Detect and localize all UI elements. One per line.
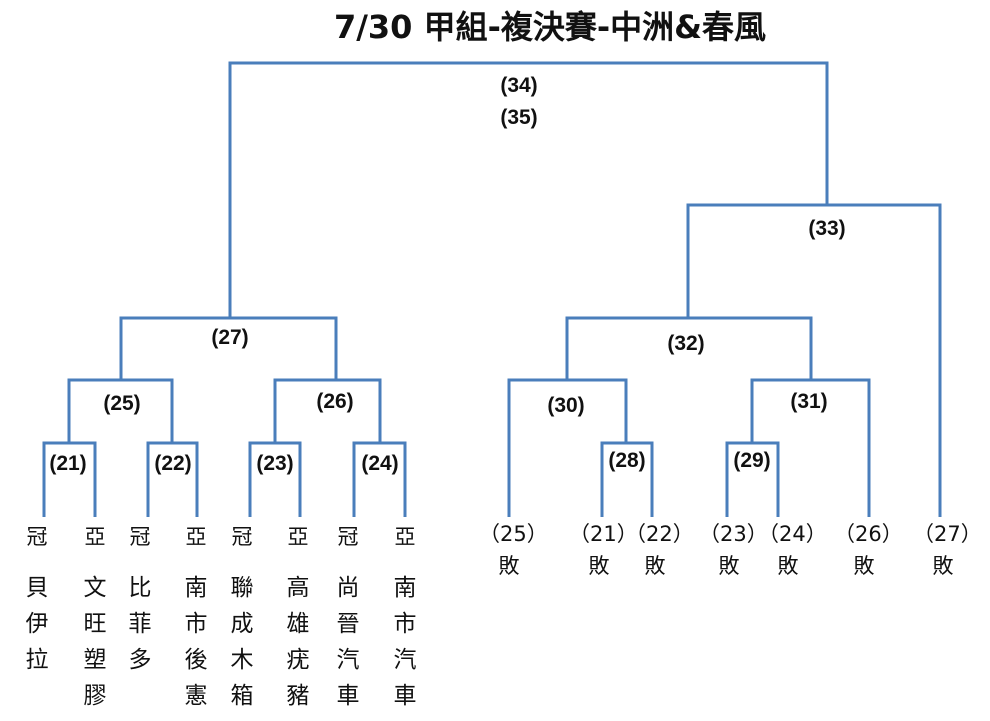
team-name-char: 市 xyxy=(393,611,417,637)
team-name-char: 憲 xyxy=(184,683,208,709)
loser-ref: （23） xyxy=(699,522,768,546)
match-label-m23: (23) xyxy=(256,452,294,475)
team-seed: 亞 xyxy=(394,525,416,549)
team-name-char: 膠 xyxy=(83,683,107,709)
team-name-char: 拉 xyxy=(25,647,49,673)
match-label-m28: (28) xyxy=(608,449,646,472)
team-name-char: 車 xyxy=(336,683,360,709)
match-label-m27: (27) xyxy=(211,326,249,349)
team-name-char: 伊 xyxy=(25,611,49,637)
match-label-m30: (30) xyxy=(547,394,585,417)
team-1: 冠貝伊拉 xyxy=(22,527,52,685)
loser-slot: （21） 敗 xyxy=(569,518,638,582)
loser-tag: 敗 xyxy=(853,554,875,578)
loser-tag: 敗 xyxy=(644,554,666,578)
team-name-char: 雄 xyxy=(286,611,310,637)
match-label-m32: (32) xyxy=(667,332,705,355)
bracket-m26 xyxy=(273,378,382,443)
match-label-m29: (29) xyxy=(733,449,771,472)
loser-ref: （21） xyxy=(569,522,638,546)
loser-ref: （24） xyxy=(758,522,827,546)
team-name-char: 比 xyxy=(128,575,152,601)
team-3: 冠比菲多 xyxy=(125,527,155,685)
team-name-char: 南 xyxy=(184,575,208,601)
team-8: 亞南市汽車 xyxy=(390,527,420,721)
loser-slot: （24） 敗 xyxy=(758,518,827,582)
team-seed: 冠 xyxy=(26,525,48,549)
loser-tag: 敗 xyxy=(777,554,799,578)
loser-tag: 敗 xyxy=(588,554,610,578)
team-seed: 亞 xyxy=(287,525,309,549)
team-name-char: 旺 xyxy=(83,611,107,637)
loser-slot: （23） 敗 xyxy=(699,518,768,582)
team-name-char: 車 xyxy=(393,683,417,709)
team-seed: 冠 xyxy=(337,525,359,549)
bracket-m34 xyxy=(228,61,829,318)
loser-slot: （26） 敗 xyxy=(834,518,903,582)
bracket-m33 xyxy=(686,203,942,517)
loser-slot: （22） 敗 xyxy=(625,518,694,582)
team-name-char: 文 xyxy=(83,575,107,601)
loser-ref: （26） xyxy=(834,522,903,546)
team-name-char: 高 xyxy=(286,575,310,601)
team-name-char: 聯 xyxy=(230,575,254,601)
team-seed: 冠 xyxy=(231,525,253,549)
team-seed: 亞 xyxy=(185,525,207,549)
team-name-char: 市 xyxy=(184,611,208,637)
match-label-m31: (31) xyxy=(790,390,828,413)
match-label-m26: (26) xyxy=(316,390,354,413)
team-name-char: 豬 xyxy=(286,683,310,709)
match-label-m25: (25) xyxy=(103,392,141,415)
team-4: 亞南市後憲 xyxy=(181,527,211,721)
match-label-m21: (21) xyxy=(49,452,87,475)
match-label-m34: (34) xyxy=(500,74,538,97)
team-name-char: 晉 xyxy=(336,611,360,637)
team-name-char: 塑 xyxy=(83,647,107,673)
loser-slot: （27） 敗 xyxy=(913,518,982,582)
team-7: 冠尚晉汽車 xyxy=(333,527,363,721)
team-2: 亞文旺塑膠 xyxy=(80,527,110,721)
loser-tag: 敗 xyxy=(932,554,954,578)
team-name-char: 木 xyxy=(230,647,254,673)
team-name-char: 多 xyxy=(128,647,152,673)
team-name-char: 成 xyxy=(230,611,254,637)
match-label-m35: (35) xyxy=(500,106,538,129)
team-name-char: 汽 xyxy=(336,647,360,673)
team-6: 亞高雄疣豬 xyxy=(283,527,313,721)
team-name-char: 箱 xyxy=(230,683,254,709)
team-name-char: 疣 xyxy=(286,647,310,673)
match-label-m24: (24) xyxy=(361,452,399,475)
team-name-char: 南 xyxy=(393,575,417,601)
loser-tag: 敗 xyxy=(498,554,520,578)
match-label-m33: (33) xyxy=(808,217,846,240)
loser-ref: （25） xyxy=(479,522,548,546)
page-title: 7/30 甲組-複決賽-中洲&春風 xyxy=(333,8,767,46)
loser-ref: （22） xyxy=(625,522,694,546)
loser-tag: 敗 xyxy=(718,554,740,578)
team-name-char: 菲 xyxy=(128,611,152,637)
team-name-char: 尚 xyxy=(336,575,360,601)
team-name-char: 貝 xyxy=(25,575,49,601)
loser-slot: （25） 敗 xyxy=(479,518,548,582)
team-name-char: 汽 xyxy=(393,647,417,673)
team-seed: 冠 xyxy=(129,525,151,549)
match-label-m22: (22) xyxy=(154,452,192,475)
team-seed: 亞 xyxy=(84,525,106,549)
team-5: 冠聯成木箱 xyxy=(227,527,257,721)
loser-ref: （27） xyxy=(913,522,982,546)
team-name-char: 後 xyxy=(184,647,208,673)
